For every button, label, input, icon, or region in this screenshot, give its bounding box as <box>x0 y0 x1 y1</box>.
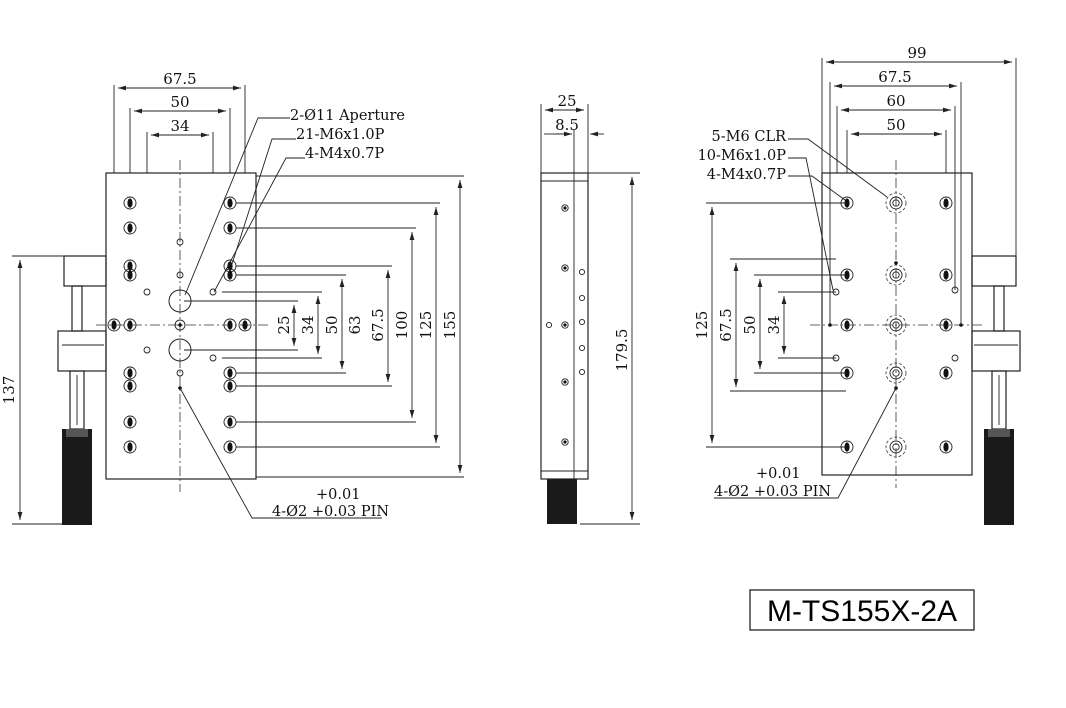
m6-hole <box>939 268 953 282</box>
m6-hole <box>223 318 237 332</box>
front-callout-m4: 4-M4x0.7P <box>305 146 384 162</box>
side-hole <box>561 321 569 329</box>
side-hole <box>561 264 569 272</box>
m6-hole <box>107 318 121 332</box>
front-hole-pattern <box>107 196 252 454</box>
clr-hole <box>885 362 907 384</box>
m4-hole <box>143 346 151 354</box>
model-number: M-TS155X-2A <box>767 595 957 628</box>
front-height-dim-25: 25 <box>275 315 293 334</box>
pin-hole <box>894 261 898 265</box>
m6-hole <box>223 366 237 380</box>
back-height-dim-67-5: 67.5 <box>717 308 735 341</box>
model-label-box <box>749 589 975 631</box>
front-height-dims <box>184 175 464 478</box>
m6-hole <box>123 196 137 210</box>
front-view: 137 67.5 50 34 <box>0 70 464 525</box>
back-view: 99 67.5 60 50 125 67.5 50 34 5-M6 <box>693 44 1021 525</box>
back-micrometer <box>971 255 1021 525</box>
m6-hole <box>223 221 237 235</box>
back-hole-pattern <box>828 192 963 458</box>
clr-hole <box>885 436 907 458</box>
front-height-dim-50: 50 <box>323 315 341 334</box>
front-height-dim-125: 125 <box>417 311 435 340</box>
back-stage-plate <box>821 172 973 476</box>
front-pin-tolerance: +0.01 <box>316 487 360 503</box>
pin-hole <box>176 271 184 279</box>
pin-hole <box>174 319 186 331</box>
back-height-dim-125: 125 <box>693 311 711 340</box>
back-width-dim-60: 60 <box>886 92 905 110</box>
back-pin-tolerance: +0.01 <box>756 466 800 482</box>
m4-hole <box>143 288 151 296</box>
m6-hole <box>123 366 137 380</box>
back-width-dim-67-5: 67.5 <box>878 68 911 86</box>
pin-hole <box>176 369 184 377</box>
side-small-hole <box>578 368 586 376</box>
front-width-dim-67-5: 67.5 <box>163 70 196 88</box>
side-hole-pattern <box>545 204 586 446</box>
front-overall-height-dim: 137 <box>0 376 18 405</box>
side-small-hole <box>578 344 586 352</box>
back-height-dim-50: 50 <box>741 315 759 334</box>
side-hole <box>561 204 569 212</box>
m4-hole <box>209 288 217 296</box>
m6-hole <box>123 318 137 332</box>
front-callout-aperture: 2-Ø11 Aperture <box>290 108 405 124</box>
m4-hole <box>209 354 217 362</box>
side-small-hole <box>578 268 586 276</box>
m6-hole <box>939 196 953 210</box>
side-width-dim-25: 25 <box>557 92 576 110</box>
back-pin-callout: 4-Ø2 +0.03 PIN <box>714 484 831 500</box>
m6-hole <box>939 366 953 380</box>
clr-hole <box>885 264 907 286</box>
m6-hole <box>223 196 237 210</box>
m6-hole <box>123 221 137 235</box>
front-width-dim-34: 34 <box>170 117 189 135</box>
m6-hole <box>939 318 953 332</box>
back-callout-clr: 5-M6 CLR <box>712 129 788 145</box>
back-callout-m4: 4-M4x0.7P <box>707 167 786 183</box>
back-width-dim-50: 50 <box>886 116 905 134</box>
m6-hole <box>223 440 237 454</box>
side-height-dim: 179.5 <box>613 329 631 372</box>
m6-hole <box>123 379 137 393</box>
front-height-dim-34: 34 <box>299 315 317 334</box>
side-hole <box>561 438 569 446</box>
back-height-dim-34: 34 <box>765 315 783 334</box>
front-height-dim-63: 63 <box>346 315 364 334</box>
m6-hole <box>123 440 137 454</box>
m6-hole <box>123 415 137 429</box>
front-height-dim-100: 100 <box>393 311 411 340</box>
m6-hole <box>123 268 137 282</box>
side-hole <box>561 378 569 386</box>
m6-hole <box>223 415 237 429</box>
side-micrometer-knob <box>547 479 577 524</box>
side-width-dim-8-5: 8.5 <box>555 116 579 134</box>
back-callout-m6: 10-M6x1.0P <box>698 148 787 164</box>
m6-hole <box>939 440 953 454</box>
front-pin-callout: 4-Ø2 +0.03 PIN <box>272 504 389 520</box>
side-small-hole <box>578 318 586 326</box>
front-height-dim-155: 155 <box>441 311 459 340</box>
front-width-dim-50: 50 <box>170 93 189 111</box>
m4-hole <box>951 354 959 362</box>
clr-hole <box>885 314 907 336</box>
clr-hole <box>885 192 907 214</box>
side-small-hole <box>578 294 586 302</box>
back-width-dim-99: 99 <box>907 44 926 62</box>
m6-hole <box>238 318 252 332</box>
m6-hole <box>840 318 854 332</box>
front-micrometer <box>57 255 107 525</box>
front-height-dim-67-5: 67.5 <box>369 308 387 341</box>
side-view: 25 8.5 179.5 <box>540 92 640 525</box>
front-callout-m6: 21-M6x1.0P <box>296 127 385 143</box>
side-small-hole <box>545 321 553 329</box>
pin-hole <box>176 238 184 246</box>
m6-hole <box>223 379 237 393</box>
